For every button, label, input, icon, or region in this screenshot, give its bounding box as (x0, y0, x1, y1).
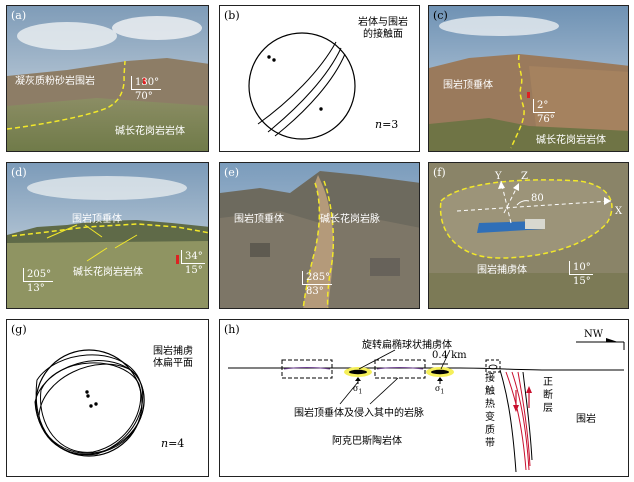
axis-z-label: Z (521, 171, 528, 182)
dike-label: 碱长花岗岩脉 (320, 214, 380, 225)
orientation-label: 285° 83° (302, 271, 333, 298)
country-rock-label: 凝灰质粉砂岩围岩 (15, 76, 95, 87)
photo-c (429, 6, 628, 151)
stereonet-title: 岩体与围岩 的接触面 (358, 17, 408, 40)
granite-label: 碱长花岗岩岩体 (115, 126, 185, 137)
panel-e: (e) 围岩顶垂体 碱长花岗岩脉 285° 83° (219, 162, 420, 309)
pluton-label: 阿克巴斯陶岩体 (332, 436, 402, 447)
granite-label: 碱长花岗岩岩体 (73, 267, 143, 278)
stereonet-title: 围岩捕虏 体扁平面 (153, 346, 193, 369)
sigma-label: σ1 (435, 384, 445, 396)
scale-label: 0.4 km (432, 350, 467, 361)
sigma-label: σ1 (353, 384, 363, 396)
roof-and-dikes-label: 围岩顶垂体及侵入其中的岩脉 (294, 408, 424, 419)
orientation-label: 205° 13° (23, 268, 54, 295)
north-label: NW (584, 329, 604, 340)
fault-arrow-icon (513, 405, 519, 412)
photo-d (7, 163, 208, 308)
pole-point (89, 404, 93, 408)
panel-g: (g) 围岩捕虏 体扁平面 n=4 (6, 319, 209, 477)
pole-point (85, 390, 89, 394)
roof-pendant-label: 围岩顶垂体 (443, 80, 493, 91)
contact-zone-label: 接 触 热 变 质 带 (485, 373, 495, 449)
sample-count: n=3 (375, 118, 399, 131)
contact-line (510, 54, 525, 149)
panel-label: (d) (11, 166, 27, 179)
panel-h: (h) 旋转扁椭球状捕虏体 0.4 km NW σ1 σ1 围岩顶垂体及侵入其中… (219, 319, 629, 477)
roof-box (281, 359, 333, 379)
north-arrow-icon (606, 338, 618, 342)
photo-e (220, 163, 419, 308)
panel-label: (a) (11, 9, 27, 22)
photo-f (429, 163, 628, 308)
fault-arrow-icon (526, 386, 532, 393)
contact-line (11, 223, 208, 237)
angle-label: 80 (531, 193, 544, 204)
xenolith-label: 围岩捕虏体 (477, 265, 527, 276)
xenolith-outline (439, 179, 613, 259)
pole-point (94, 402, 98, 406)
orientation-label: 10° 15° (569, 261, 593, 288)
axis-x-label: X (615, 206, 623, 217)
panel-d: (d) 围岩顶垂体 34° 15° 205° 13° 碱长花岗岩岩体 (6, 162, 209, 309)
roof-box (374, 359, 426, 379)
pole-point (319, 107, 323, 111)
orientation-label: 130° 70° (131, 76, 162, 103)
stereonet-b (248, 32, 356, 140)
orientation-label: 2° 76° (533, 99, 555, 126)
axis-y-label: Y (495, 171, 502, 182)
orientation-label: 34° 15° (181, 250, 205, 277)
roof-pendant-label: 围岩顶垂体 (72, 214, 122, 225)
panel-label: (e) (224, 166, 240, 179)
country-rock-label: 围岩 (576, 414, 596, 425)
pole-point (86, 394, 90, 398)
cross-section-h (228, 338, 625, 473)
contact-line (7, 60, 126, 130)
photo-a (7, 6, 208, 151)
panel-label: (c) (433, 9, 448, 22)
panel-c: (c) 围岩顶垂体 2° 76° 碱长花岗岩岩体 (428, 5, 629, 152)
panel-label: (h) (224, 323, 240, 336)
panel-label: (b) (224, 9, 240, 22)
xenolith-box (485, 359, 501, 373)
stereonet-g (34, 349, 145, 457)
xenolith-ellipse (349, 369, 367, 375)
pole-point (267, 55, 271, 59)
panel-label: (f) (433, 166, 446, 179)
panel-label: (g) (11, 323, 27, 336)
panel-b: (b) 岩体与围岩 的接触面 n=3 (219, 5, 420, 152)
sample-count: n=4 (161, 437, 185, 450)
panel-f: (f) Y Z X 80 围岩捕虏体 10° 15° (428, 162, 629, 309)
granite-label: 碱长花岗岩岩体 (536, 135, 606, 146)
roof-pendant-label: 围岩顶垂体 (234, 214, 284, 225)
panel-a: (a) 凝灰质粉砂岩围岩 130° 70° 碱长花岗岩岩体 (6, 5, 209, 152)
pole-point (272, 58, 276, 62)
ellipsoid-xenolith-label: 旋转扁椭球状捕虏体 (362, 340, 452, 351)
normal-fault-label: 正 断 层 (543, 377, 553, 414)
xenolith-ellipse (431, 369, 449, 375)
